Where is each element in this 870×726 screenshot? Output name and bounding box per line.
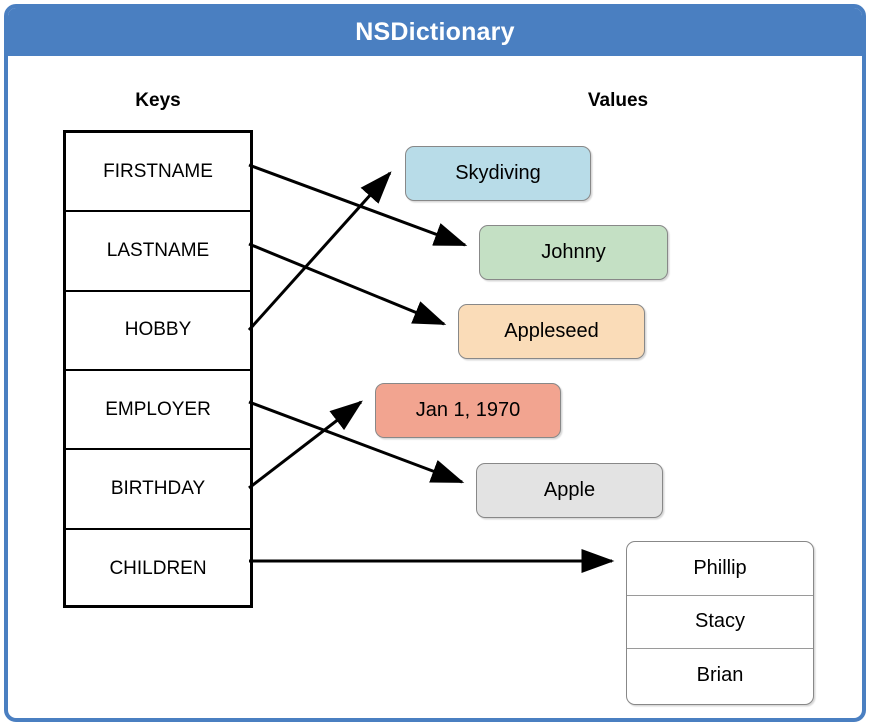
key-label: FIRSTNAME	[103, 160, 213, 182]
child-row-phillip: Phillip	[627, 542, 813, 596]
child-row-stacy: Stacy	[627, 596, 813, 650]
value-chip-appleseed: Appleseed	[458, 304, 645, 359]
window-title: NSDictionary	[355, 17, 515, 46]
keys-table: FIRSTNAME LASTNAME HOBBY EMPLOYER BIRTHD…	[63, 130, 253, 608]
value-label: Skydiving	[455, 162, 541, 184]
keys-column-heading: Keys	[135, 90, 181, 111]
arrow-hobby-to-skydiving	[247, 171, 392, 332]
key-label: LASTNAME	[106, 239, 210, 261]
key-row-employer: EMPLOYER	[66, 371, 250, 451]
value-chip-apple: Apple	[476, 463, 663, 518]
child-label: Phillip	[693, 556, 747, 579]
arrow-birthday-to-date	[248, 400, 363, 490]
window-titlebar: NSDictionary	[8, 8, 862, 56]
child-label: Stacy	[694, 610, 746, 633]
value-chip-johnny: Johnny	[479, 225, 668, 280]
key-row-children: CHILDREN	[66, 530, 250, 609]
key-row-birthday: BIRTHDAY	[66, 450, 250, 530]
key-row-lastname: LASTNAME	[66, 212, 250, 292]
value-label: Appleseed	[504, 320, 599, 342]
key-row-hobby: HOBBY	[66, 292, 250, 371]
values-column-heading: Values	[587, 90, 649, 111]
value-chip-skydiving: Skydiving	[405, 146, 591, 201]
key-label: BIRTHDAY	[110, 477, 206, 499]
nsdictionary-window: NSDictionary Keys Values FIRSTNAME LASTN…	[4, 4, 866, 722]
value-chip-birthday-date: Jan 1, 1970	[375, 383, 561, 438]
value-label: Johnny	[541, 241, 606, 263]
key-label: EMPLOYER	[105, 398, 211, 420]
key-label: HOBBY	[124, 319, 192, 341]
key-row-firstname: FIRSTNAME	[66, 133, 250, 213]
key-label: CHILDREN	[109, 558, 207, 580]
child-label: Brian	[696, 664, 744, 687]
arrow-lastname-to-appleseed	[248, 242, 447, 326]
child-row-brian: Brian	[627, 649, 813, 703]
value-label: Jan 1, 1970	[415, 399, 521, 421]
value-label: Apple	[543, 479, 596, 501]
value-children-array: Phillip Stacy Brian	[626, 541, 814, 705]
